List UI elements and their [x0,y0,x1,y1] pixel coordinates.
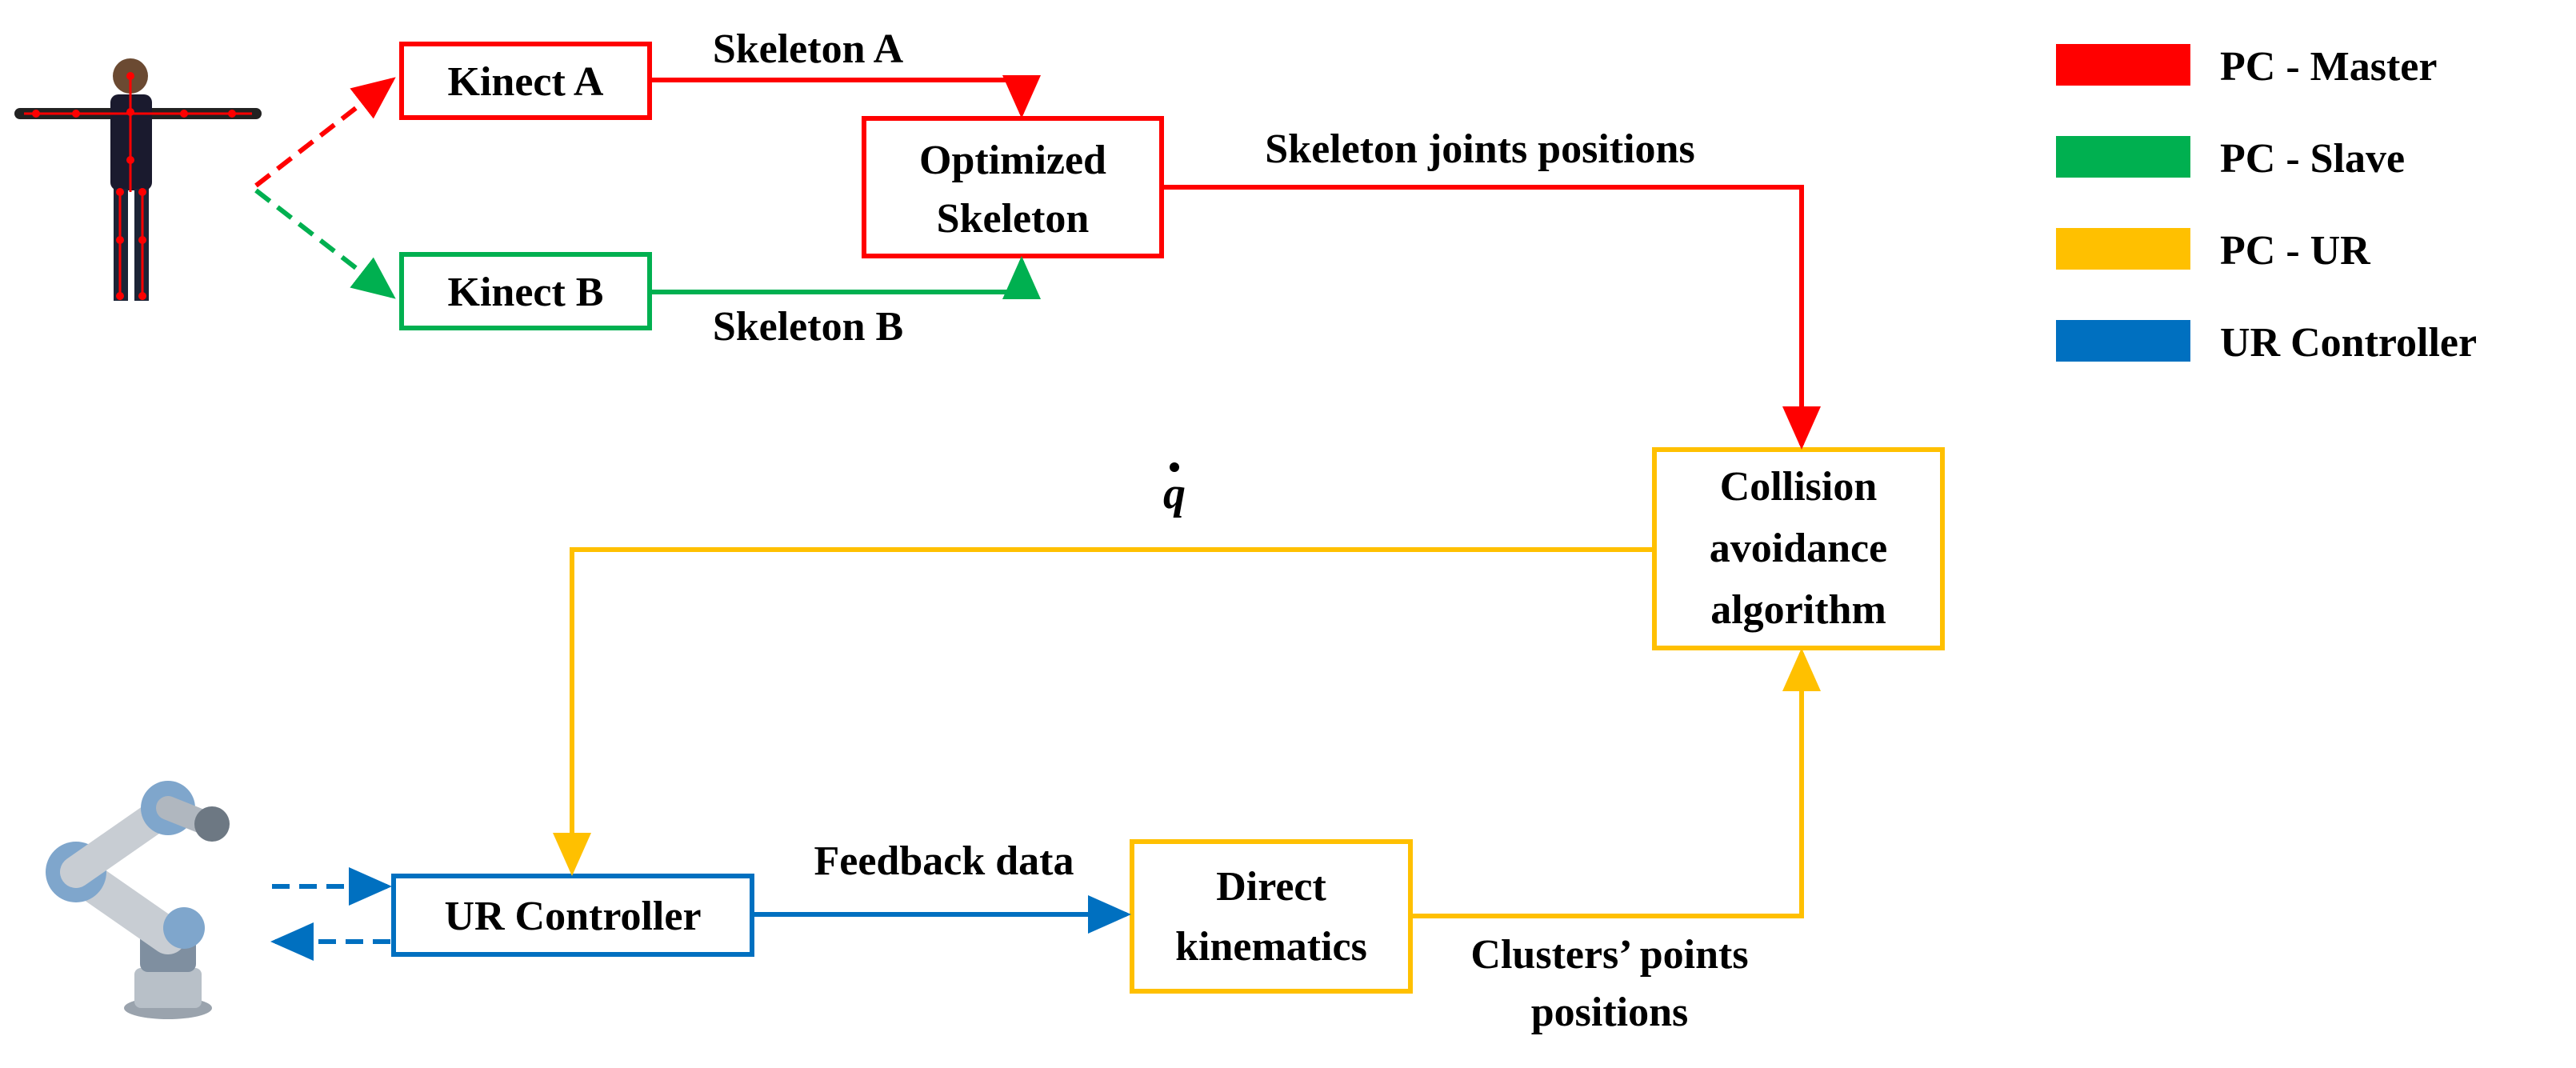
kinect-a-label: Kinect A [448,59,604,105]
legend: PC - Master PC - Slave PC - UR UR Contro… [2056,44,2477,366]
kinect-b-label: Kinect B [448,270,604,315]
legend-swatch-master [2056,44,2190,86]
collision-to-ur-controller-arrow [553,547,1654,876]
legend-label-ur-pc: PC - UR [2220,228,2371,274]
kinematics-to-collision-arrow [1410,648,1821,918]
clusters-label-line-2: positions [1531,990,1689,1035]
q-dot-accent [1170,462,1179,472]
legend-label-ur-controller: UR Controller [2220,320,2477,366]
direct-kinematics-box [1130,839,1413,994]
optimized-skeleton-line-1: Optimized [919,138,1106,183]
human-to-kinect-b-arrow [254,188,396,299]
skeleton-a-label: Skeleton A [713,26,904,72]
direct-kinematics-line-2: kinematics [1175,924,1367,970]
feedback-data-label: Feedback data [814,838,1074,884]
legend-swatch-ur-controller [2056,320,2190,362]
collision-avoidance-line-1: Collision [1720,464,1878,510]
clusters-label-line-1: Clusters’ points [1470,932,1748,978]
robot-arm-icon [46,781,230,1019]
kinect-a-to-skeleton-arrow [650,75,1041,118]
q-dot-label: q [1163,469,1186,518]
ur-controller-label: UR Controller [444,894,701,939]
skeleton-to-collision-arrow [1162,185,1821,450]
collision-avoidance-line-3: algorithm [1710,587,1886,633]
skeleton-b-label: Skeleton B [713,304,903,350]
legend-swatch-ur-pc [2056,228,2190,270]
optimized-skeleton-line-2: Skeleton [937,196,1090,242]
direct-kinematics-line-1: Direct [1216,864,1326,910]
optimized-skeleton-box [862,116,1164,258]
legend-label-slave: PC - Slave [2220,136,2405,182]
legend-label-master: PC - Master [2220,44,2437,90]
human-to-kinect-a-arrow [254,77,396,188]
human-figure-icon [14,58,262,301]
collision-avoidance-line-2: avoidance [1710,526,1887,571]
skeleton-joints-label: Skeleton joints positions [1265,126,1694,172]
kinect-b-box [399,252,652,330]
kinect-b-to-skeleton-arrow [650,256,1041,299]
kinect-a-box [399,42,652,120]
legend-swatch-slave [2056,136,2190,178]
